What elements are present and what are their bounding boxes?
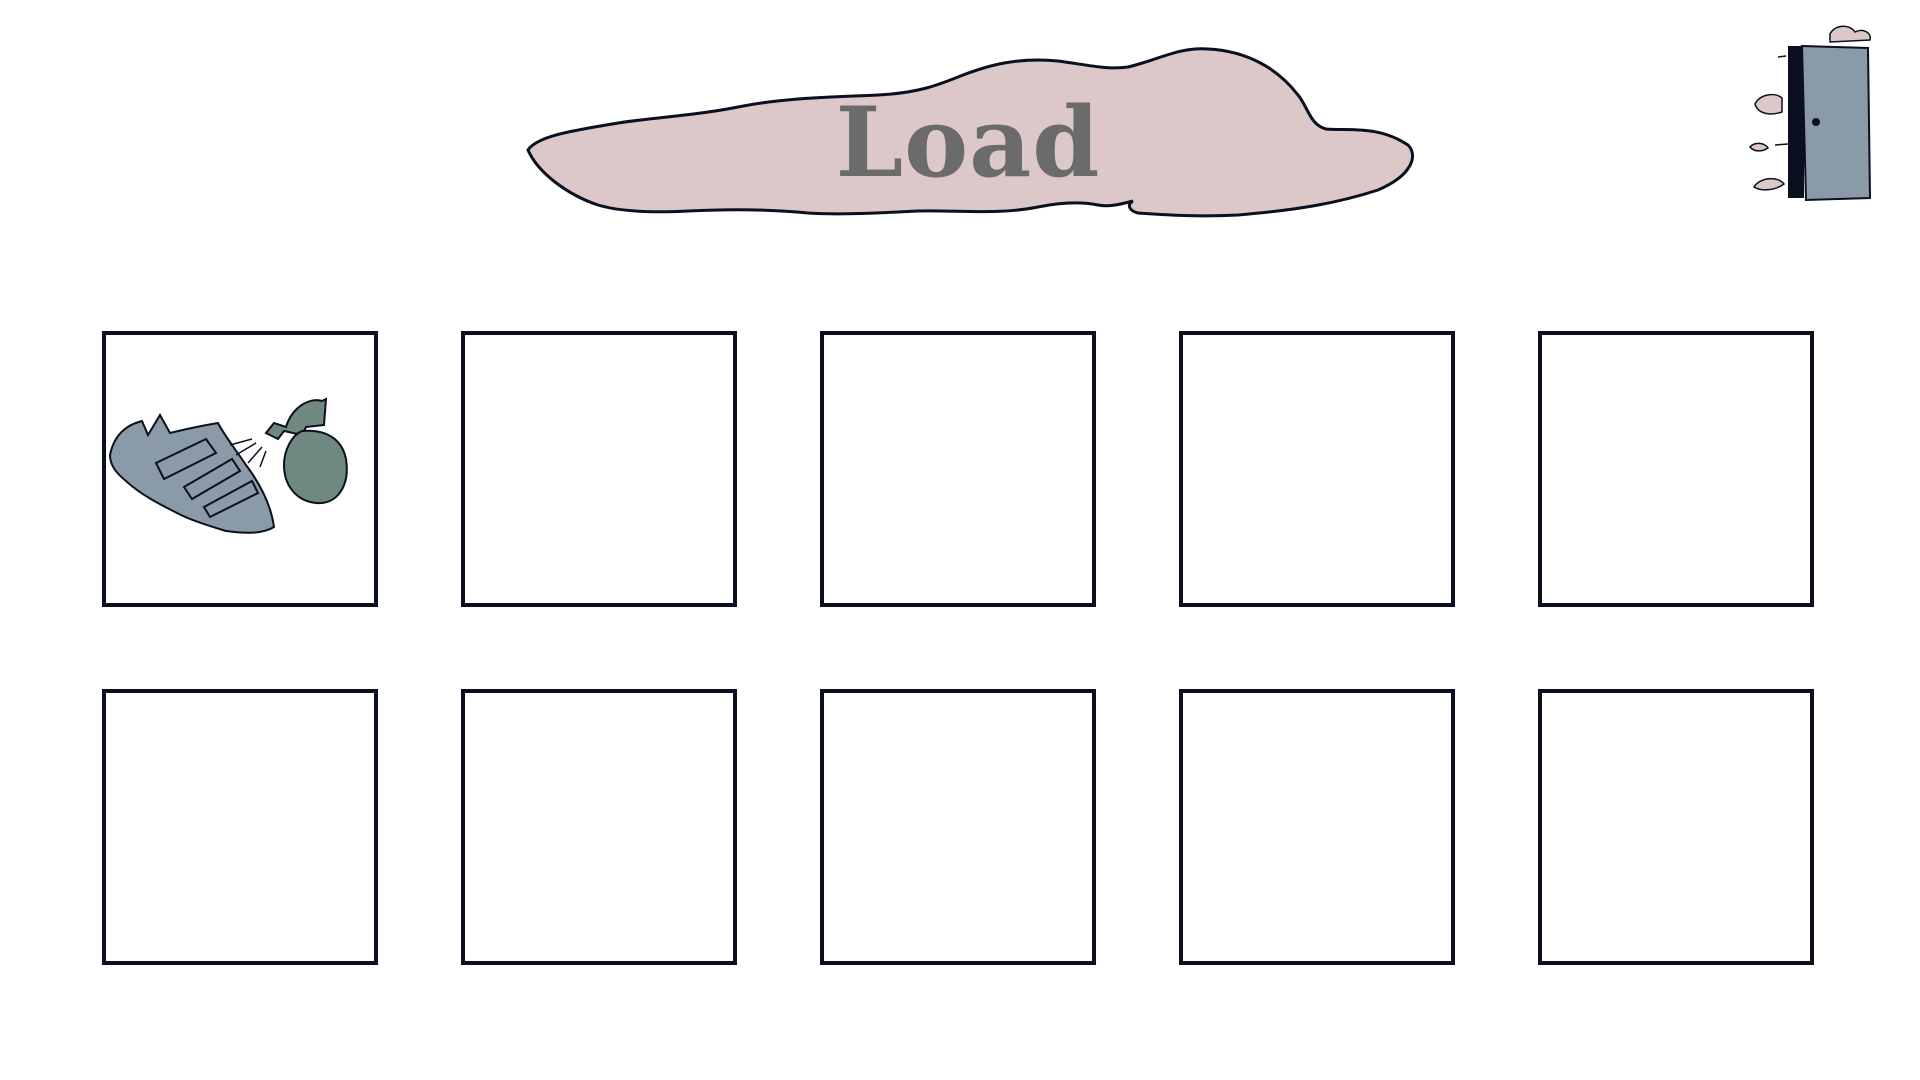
save-slot-9[interactable] [1179, 689, 1455, 965]
page-title: Load [835, 86, 1101, 199]
save-slot-1[interactable] [102, 331, 378, 607]
save-slot-2[interactable] [461, 331, 737, 607]
save-slot-4[interactable] [1179, 331, 1455, 607]
save-slot-6[interactable] [102, 689, 378, 965]
title-banner: Load [518, 45, 1418, 245]
exit-button[interactable] [1720, 22, 1890, 212]
save-slot-3[interactable] [820, 331, 1096, 607]
shoe-and-spray-bottle-icon [108, 397, 348, 534]
save-slot-10[interactable] [1538, 689, 1814, 965]
banner-cloud-shape [526, 47, 1414, 218]
save-slot-8[interactable] [820, 689, 1096, 965]
save-slot-7[interactable] [461, 689, 737, 965]
exit-door-icon [1749, 25, 1872, 202]
save-slot-5[interactable] [1538, 331, 1814, 607]
